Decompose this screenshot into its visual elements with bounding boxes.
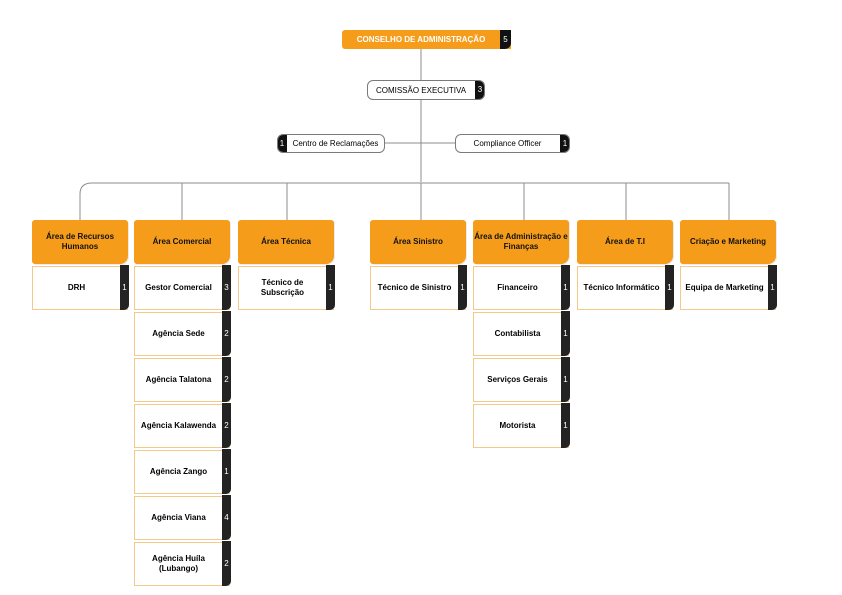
dept-sinistro: Área Sinistro <box>370 220 466 264</box>
sub-box: Agência Viana 4 <box>134 495 231 540</box>
branch-bar <box>79 182 729 220</box>
count-badge: 2 <box>222 357 231 402</box>
dept-recursos-humanos: Área de Recursos Humanos <box>32 220 128 264</box>
dept-label: Área Comercial <box>152 237 212 246</box>
count-badge: 2 <box>222 541 231 586</box>
sub-label: Técnico Informático <box>583 283 660 292</box>
node-label: COMISSÃO EXECUTIVA <box>375 85 467 95</box>
sub-label: Equipa de Marketing <box>685 283 764 292</box>
count-badge: 3 <box>475 81 484 99</box>
sub-label: Agência Zango <box>149 467 208 476</box>
sub-label: DRH <box>67 283 86 292</box>
dept-administracao-financas: Área de Administração e Finanças <box>473 220 569 264</box>
node-label: Centro de Reclamações <box>292 139 379 148</box>
count-badge: 1 <box>278 135 287 152</box>
sub-box: Financeiro 1 <box>473 265 570 310</box>
sub-box: Agência Huíla (Lubango) 2 <box>134 541 231 586</box>
sub-label: Agência Huíla (Lubango) <box>152 554 205 573</box>
count-badge: 2 <box>222 311 231 356</box>
sub-box: Gestor Comercial 3 <box>134 265 231 310</box>
count-badge: 4 <box>222 495 231 540</box>
sub-label: Gestor Comercial <box>145 283 212 292</box>
sub-box: Agência Talatona 2 <box>134 357 231 402</box>
sub-label: Agência Sede <box>152 329 205 338</box>
count-badge: 1 <box>561 265 570 310</box>
sub-box: Técnico Informático 1 <box>577 265 674 310</box>
count-badge: 1 <box>560 135 569 152</box>
sub-box: Equipa de Marketing 1 <box>680 265 777 310</box>
node-label: Compliance Officer <box>473 139 542 148</box>
node-centro-reclamacoes: 1 Centro de Reclamações <box>277 134 385 153</box>
sub-label: Técnico de Subscrição <box>260 278 305 297</box>
sub-box: Agência Zango 1 <box>134 449 231 494</box>
dept-label: Área de Administração e Finanças <box>474 232 568 251</box>
sub-box: Técnico de Sinistro 1 <box>370 265 467 310</box>
dept-tecnica: Área Técnica <box>238 220 334 264</box>
dept-criacao-marketing: Criação e Marketing <box>680 220 776 264</box>
count-badge: 1 <box>768 265 777 310</box>
sub-label: Financeiro <box>497 283 538 292</box>
dept-label: Área de T.I <box>604 237 645 246</box>
sub-box: Motorista 1 <box>473 403 570 448</box>
sub-label: Motorista <box>499 421 536 430</box>
dept-comercial: Área Comercial <box>134 220 230 264</box>
sub-box: Agência Sede 2 <box>134 311 231 356</box>
count-badge: 2 <box>222 403 231 448</box>
sub-box: Contabilista 1 <box>473 311 570 356</box>
count-badge: 1 <box>222 449 231 494</box>
sub-box: Técnico de Subscrição 1 <box>238 265 335 310</box>
dept-label: Área Técnica <box>261 237 311 246</box>
count-badge: 1 <box>120 265 129 310</box>
count-badge: 1 <box>561 403 570 448</box>
count-badge: 5 <box>500 30 511 49</box>
sub-label: Agência Viana <box>151 513 206 522</box>
sub-box: Agência Kalawenda 2 <box>134 403 231 448</box>
node-compliance-officer: Compliance Officer 1 <box>455 134 570 153</box>
sub-box: Serviços Gerais 1 <box>473 357 570 402</box>
sub-label: Técnico de Sinistro <box>377 283 452 292</box>
count-badge: 1 <box>665 265 674 310</box>
node-comissao-executiva: COMISSÃO EXECUTIVA 3 <box>367 80 485 100</box>
count-badge: 1 <box>326 265 335 310</box>
dept-label: Área de Recursos Humanos <box>45 232 115 251</box>
sub-label: Agência Talatona <box>145 375 212 384</box>
dept-label: Área Sinistro <box>393 237 443 246</box>
sub-label: Serviços Gerais <box>487 375 548 384</box>
dept-label: Criação e Marketing <box>689 237 767 246</box>
count-badge: 3 <box>222 265 231 310</box>
count-badge: 1 <box>561 311 570 356</box>
node-label: CONSELHO DE ADMINISTRAÇÃO <box>356 35 486 44</box>
sub-box: DRH 1 <box>32 265 129 310</box>
count-badge: 1 <box>458 265 467 310</box>
node-conselho-administracao: CONSELHO DE ADMINISTRAÇÃO 5 <box>342 30 511 49</box>
sub-label: Contabilista <box>494 329 541 338</box>
dept-ti: Área de T.I <box>577 220 673 264</box>
count-badge: 1 <box>561 357 570 402</box>
sub-label: Agência Kalawenda <box>140 421 217 430</box>
